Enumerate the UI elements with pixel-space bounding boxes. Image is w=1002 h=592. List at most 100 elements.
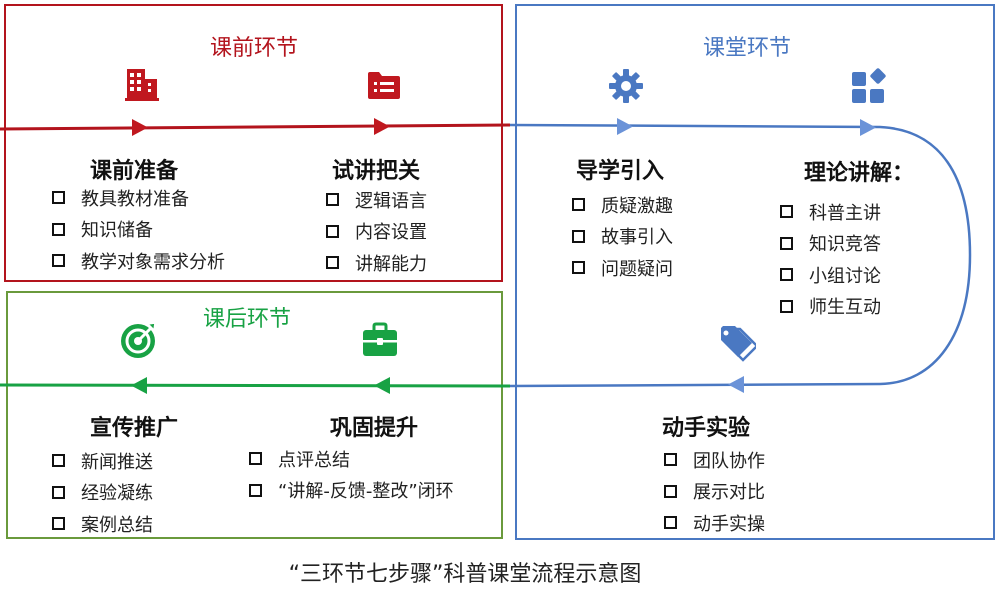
list-item: 小组讨论	[780, 259, 881, 291]
list-item-label: 点评总结	[278, 449, 350, 471]
list-item: “讲解-反馈-整改”闭环	[249, 475, 454, 507]
target-icon	[121, 322, 156, 358]
step-handson-title: 动手实验	[662, 416, 751, 441]
list-item: 团队协作	[664, 444, 765, 476]
arrow-handson	[728, 376, 744, 393]
post-flow-line	[0, 383, 511, 388]
class-section-title: 课堂环节	[703, 36, 792, 61]
list-item: 新闻推送	[52, 445, 153, 477]
list-item-label: 教具教材准备	[81, 188, 189, 210]
list-item-label: 故事引入	[601, 227, 673, 249]
list-item-label: 师生互动	[809, 297, 881, 319]
step-theory-title: 理论讲解：	[804, 161, 915, 186]
arrow-consolidate	[374, 377, 390, 394]
list-item: 知识储备	[52, 214, 225, 246]
checkbox-square-icon	[249, 483, 262, 497]
briefcase-icon	[363, 322, 397, 356]
list-item-label: 小组讨论	[809, 265, 881, 287]
figure-caption: “三环节七步骤”科普课堂流程示意图	[288, 562, 642, 587]
step-consolidate-list: 点评总结 “讲解-反馈-整改”闭环	[249, 443, 454, 506]
list-item: 故事引入	[572, 221, 673, 253]
checkbox-square-icon	[52, 222, 65, 236]
step-prep-title: 课前准备	[90, 159, 179, 184]
list-item: 经验凝练	[52, 477, 153, 509]
checkbox-square-icon	[572, 229, 585, 243]
checkbox-square-icon	[52, 191, 65, 205]
list-item-label: 问题疑问	[601, 258, 673, 280]
checkbox-square-icon	[572, 198, 585, 212]
checkbox-square-icon	[52, 517, 65, 531]
list-item-label: 展示对比	[693, 482, 765, 504]
list-item-label: 经验凝练	[81, 483, 153, 505]
checkbox-square-icon	[52, 485, 65, 499]
list-item: 案例总结	[52, 508, 153, 540]
step-trial-list: 逻辑语言内容设置讲解能力	[326, 184, 427, 279]
checkbox-square-icon	[780, 205, 793, 219]
checkbox-square-icon	[780, 236, 793, 250]
tags-icon	[721, 326, 756, 362]
list-item: 讲解能力	[326, 247, 427, 279]
list-item-label: 教学对象需求分析	[81, 251, 225, 273]
in-class-frame	[515, 4, 995, 540]
list-item-label: 内容设置	[355, 222, 427, 244]
list-item: 科普主讲	[780, 196, 881, 228]
list-item: 知识竞答	[780, 228, 881, 260]
list-item-label: 知识储备	[81, 220, 153, 242]
list-item-label: “讲解-反馈-整改”闭环	[278, 481, 454, 503]
list-item-label: 逻辑语言	[355, 190, 427, 212]
list-item-label: 团队协作	[693, 450, 765, 472]
arrow-theory	[860, 119, 876, 136]
post-class-frame	[6, 291, 503, 539]
step-intro-title: 导学引入	[576, 159, 665, 184]
list-item: 问题疑问	[572, 252, 673, 284]
step-prep-list: 教具教材准备知识储备教学对象需求分析	[52, 182, 225, 277]
checkbox-square-icon	[52, 254, 65, 268]
pre-class-frame	[4, 4, 503, 282]
arrow-intro	[617, 118, 633, 135]
checkbox-square-icon	[249, 452, 262, 466]
pre-section-title: 课前环节	[210, 36, 299, 61]
checkbox-square-icon	[326, 224, 339, 238]
checkbox-square-icon	[664, 516, 677, 530]
step-intro-list: 质疑激趣故事引入问题疑问	[572, 189, 673, 284]
list-item: 质疑激趣	[572, 189, 673, 221]
list-item: 师生互动	[780, 291, 881, 323]
checkbox-square-icon	[326, 256, 339, 270]
step-promote-title: 宣传推广	[90, 416, 179, 441]
apps-grid-icon	[852, 68, 886, 103]
document-list-icon	[368, 72, 400, 99]
list-item-label: 质疑激趣	[601, 195, 673, 217]
checkbox-square-icon	[572, 261, 585, 275]
step-consolidate-title: 巩固提升	[330, 416, 419, 441]
checkbox-square-icon	[326, 193, 339, 207]
checkbox-square-icon	[780, 299, 793, 313]
arrow-prep	[132, 119, 148, 136]
list-item-label: 新闻推送	[81, 451, 153, 473]
checkbox-square-icon	[780, 268, 793, 282]
pre-flow-line	[0, 123, 511, 131]
list-item: 展示对比	[664, 476, 765, 508]
list-item-label: 科普主讲	[809, 202, 881, 224]
list-item: 教学对象需求分析	[52, 245, 225, 277]
list-item: 动手实操	[664, 507, 765, 539]
list-item-label: 动手实操	[693, 513, 765, 535]
step-handson-list: 团队协作展示对比动手实操	[664, 444, 765, 539]
list-item-label: 讲解能力	[355, 253, 427, 275]
list-item: 教具教材准备	[52, 182, 225, 214]
checkbox-square-icon	[52, 454, 65, 468]
post-section-title: 课后环节	[203, 307, 292, 332]
arrow-promote	[131, 377, 147, 394]
arrow-trial	[374, 118, 390, 135]
step-theory-list: 科普主讲知识竞答小组讨论师生互动	[780, 196, 881, 322]
checkbox-square-icon	[664, 453, 677, 467]
class-flow-line	[509, 123, 972, 388]
list-item: 内容设置	[326, 216, 427, 248]
step-promote-list: 新闻推送经验凝练案例总结	[52, 445, 153, 540]
list-item: 逻辑语言	[326, 184, 427, 216]
list-item-label: 知识竞答	[809, 234, 881, 256]
list-item-label: 案例总结	[81, 514, 153, 536]
step-trial-title: 试讲把关	[332, 159, 421, 184]
gear-icon	[609, 69, 643, 103]
checkbox-square-icon	[664, 484, 677, 498]
